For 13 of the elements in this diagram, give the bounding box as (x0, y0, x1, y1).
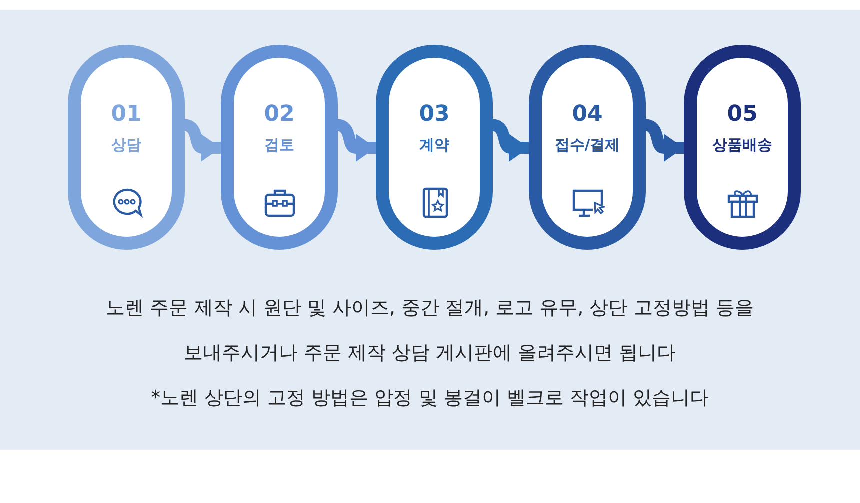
step-label: 계약 (418, 136, 450, 154)
step-label: 접수/결제 (554, 136, 622, 154)
step-number: 01 (110, 102, 143, 128)
note-text: *노렌 상단의 고정 방법은 압정 및 봉걸이 벨크로 작업이 있습니다 (150, 386, 710, 410)
note-text: 보내주시거나 주문 제작 상담 게시판에 올려주시면 됩니다 (182, 341, 678, 365)
step-label: 상품배송 (712, 136, 774, 154)
step-label: 상담 (110, 136, 142, 154)
note-text: 노렌 주문 제작 시 원단 및 사이즈, 중간 절개, 로고 유무, 상단 고정방법 등을 (105, 296, 755, 320)
step-number: 03 (418, 102, 451, 128)
step-number: 04 (571, 102, 604, 128)
step-number: 02 (263, 102, 296, 128)
step-number: 05 (726, 102, 759, 128)
step-label: 검토 (264, 136, 296, 154)
